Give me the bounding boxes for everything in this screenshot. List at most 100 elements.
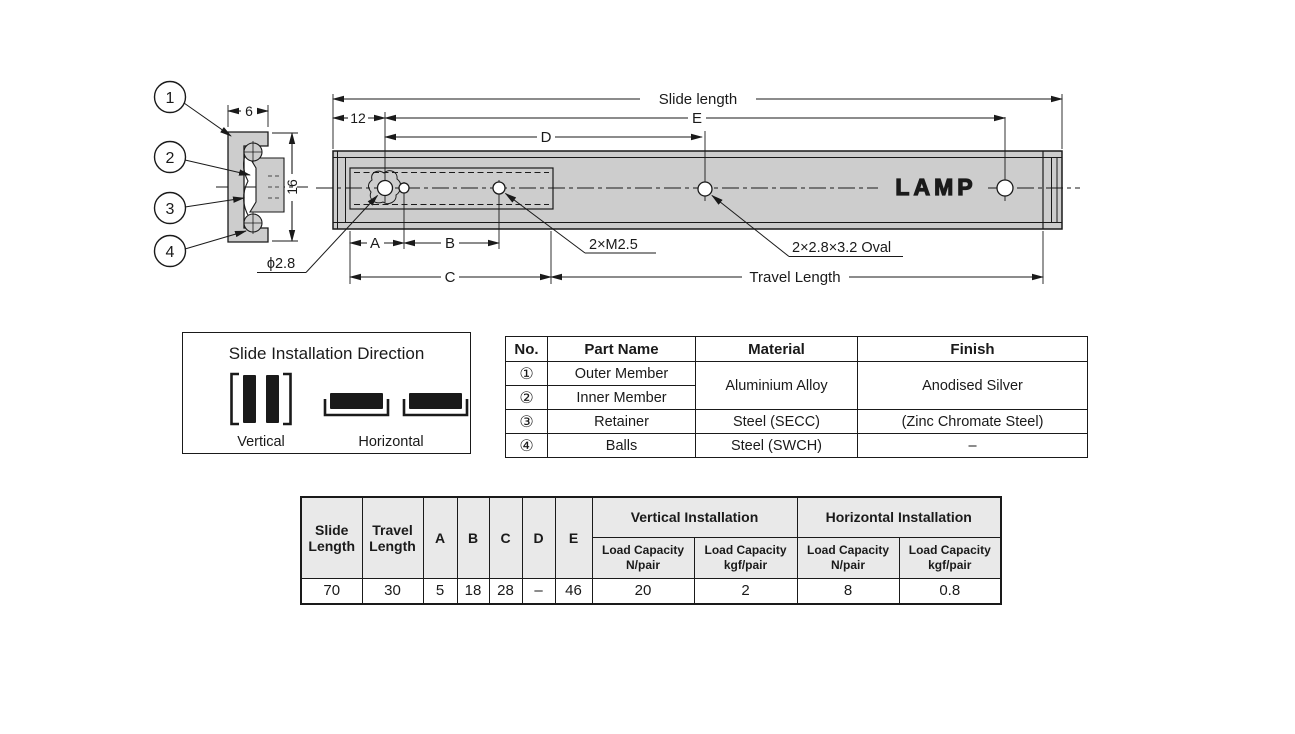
dim-16-label: 16 <box>284 179 300 195</box>
parts-row-inner-member: ② Inner Member <box>505 385 1088 410</box>
part-finish-merged: Anodised Silver <box>857 361 1088 410</box>
parts-col-material: Material <box>695 336 858 362</box>
vertical-label: Vertical <box>237 434 285 450</box>
horizontal-label: Horizontal <box>358 434 424 450</box>
parts-col-part-name: Part Name <box>547 336 696 362</box>
part-name: Inner Member <box>547 385 696 410</box>
spot-face-outline <box>368 170 402 205</box>
spec-group-vertical: Vertical Installation <box>591 496 798 538</box>
installation-direction-box: Slide Installation Direction Vertical <box>182 332 471 454</box>
lamp-logo: LAMP <box>895 174 976 200</box>
slide-side-view <box>257 94 1080 284</box>
part-material: Steel (SECC) <box>695 409 858 434</box>
spec-col-horizontal-kgf: Load Capacity kgf/pair <box>898 536 1002 579</box>
technical-drawing: 6 16 1 2 3 4 <box>153 80 1080 286</box>
value-travel-length: 30 <box>361 577 424 605</box>
dim-a-label: A <box>370 235 380 252</box>
hole-oval-1 <box>697 181 713 197</box>
callout-4 <box>153 234 187 268</box>
callout-2-label: 2 <box>166 150 175 167</box>
parts-table: No. Part Name Material Finish ① Outer Me… <box>505 336 1088 458</box>
spec-col-slide-length: Slide Length <box>300 496 363 579</box>
callout-2 <box>153 140 187 174</box>
hole-m25-2 <box>492 181 506 195</box>
part-no: ① <box>505 361 548 386</box>
part-name: Outer Member <box>547 361 696 386</box>
installation-direction-title: Slide Installation Direction <box>228 344 425 363</box>
load-capacity-text: Load Capacity <box>908 542 991 557</box>
part-material-merged: Aluminium Alloy <box>695 361 858 410</box>
travel-length-label: Travel Length <box>749 269 840 286</box>
dim-b-label: B <box>445 235 455 252</box>
part-finish: (Zinc Chromate Steel) <box>857 409 1088 434</box>
value-vertical-kgf: 2 <box>693 577 798 605</box>
part-no: ② <box>505 385 548 410</box>
spec-data-row: 70 30 5 18 28 – 46 20 2 8 0.8 <box>300 577 1002 605</box>
spec-col-e: E <box>554 496 593 579</box>
installation-icons: Vertical Horizontal <box>183 371 470 451</box>
n-pair-text: N/pair <box>625 557 660 572</box>
part-no: ④ <box>505 433 548 458</box>
callout-3-label: 3 <box>166 201 175 218</box>
kgf-pair-text: kgf/pair <box>928 557 972 572</box>
value-horizontal-n: 8 <box>796 577 900 605</box>
dim-c-label: C <box>445 269 456 286</box>
inner-member-section <box>249 157 285 213</box>
inner-member-outline <box>349 167 554 210</box>
value-d: – <box>521 577 556 605</box>
value-vertical-n: 20 <box>591 577 695 605</box>
spec-col-horizontal-n: Load Capacity N/pair <box>796 536 900 579</box>
parts-row-retainer: ③ Retainer Steel (SECC) (Zinc Chromate S… <box>505 409 1088 434</box>
hole-phi-2-8 <box>376 179 394 197</box>
spec-col-travel-length: Travel Length <box>361 496 424 579</box>
dim-d-label: D <box>541 129 552 146</box>
m-holes-label: 2×M2.5 <box>589 237 638 253</box>
part-material: Steel (SWCH) <box>695 433 858 458</box>
callout-1-label: 1 <box>166 90 175 107</box>
load-capacity-text: Load Capacity <box>601 542 685 557</box>
spec-table: Slide Length Travel Length A B C D E Ver… <box>300 496 1002 605</box>
part-finish: – <box>857 433 1088 458</box>
parts-row-balls: ④ Balls Steel (SWCH) – <box>505 433 1088 458</box>
vertical-installation-icon <box>230 372 292 426</box>
cross-section-view <box>216 105 308 243</box>
load-capacity-text: Load Capacity <box>806 542 890 557</box>
part-name: Balls <box>547 433 696 458</box>
hole-oval-2 <box>996 179 1014 197</box>
value-a: 5 <box>422 577 458 605</box>
spec-col-c: C <box>488 496 523 579</box>
value-b: 18 <box>456 577 490 605</box>
parts-table-header-row: No. Part Name Material Finish <box>505 336 1088 362</box>
phi-hole-label: ϕ2.8 <box>267 256 295 272</box>
parts-col-finish: Finish <box>857 336 1088 362</box>
spec-col-d: D <box>521 496 556 579</box>
oval-holes-label: 2×2.8×3.2 Oval <box>792 240 891 256</box>
spec-col-vertical-kgf: Load Capacity kgf/pair <box>693 536 798 579</box>
n-pair-text: N/pair <box>830 557 865 572</box>
callout-3 <box>153 191 187 225</box>
part-no: ③ <box>505 409 548 434</box>
spec-col-vertical-n: Load Capacity N/pair <box>591 536 695 579</box>
parts-col-no: No. <box>505 336 548 362</box>
dim-12-label: 12 <box>350 110 366 126</box>
callout-1 <box>153 80 187 114</box>
value-horizontal-kgf: 0.8 <box>898 577 1002 605</box>
parts-row-outer-member: ① Outer Member Aluminium Alloy Anodised … <box>505 361 1088 410</box>
part-name: Retainer <box>547 409 696 434</box>
value-c: 28 <box>488 577 523 605</box>
callout-4-label: 4 <box>166 244 175 261</box>
load-capacity-text: Load Capacity <box>704 542 787 557</box>
horizontal-installation-icon <box>323 393 469 417</box>
callouts <box>153 80 251 268</box>
dim-e-label: E <box>692 110 702 127</box>
dim-6-label: 6 <box>245 103 253 119</box>
value-slide-length: 70 <box>300 577 363 605</box>
spec-col-b: B <box>456 496 490 579</box>
spec-col-a: A <box>422 496 458 579</box>
spec-header-row-1: Slide Length Travel Length A B C D E Ver… <box>300 496 1002 579</box>
kgf-pair-text: kgf/pair <box>723 557 768 572</box>
slide-length-label: Slide length <box>659 91 737 108</box>
outer-member-section <box>227 131 269 243</box>
hole-m25-1 <box>398 182 410 194</box>
